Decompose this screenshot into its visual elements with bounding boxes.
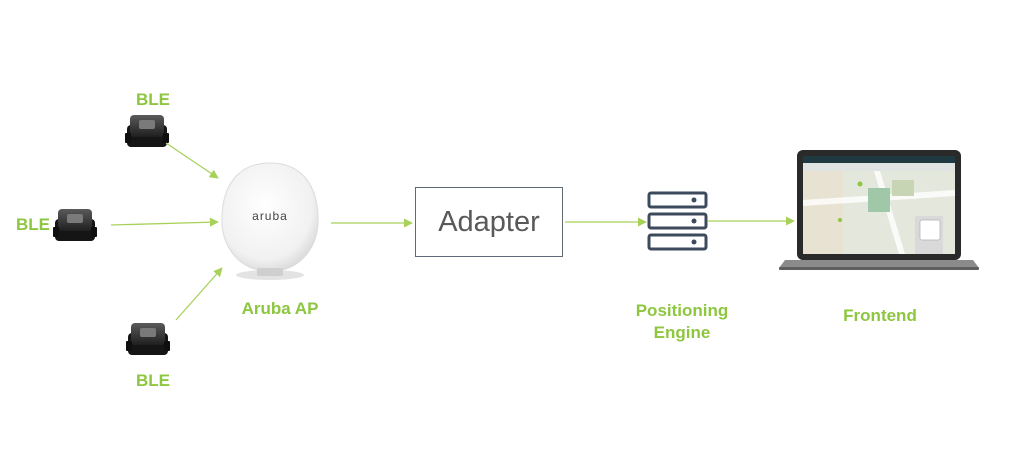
ble-beacon-bottom [126, 323, 170, 355]
arrow-ble-middle-to-ap [110, 217, 219, 227]
ble-label-bottom: BLE [136, 371, 170, 390]
ble-beacon-middle [53, 209, 97, 241]
ble-label-top: BLE [136, 90, 170, 109]
arrow-ble-top-to-ap [165, 142, 219, 179]
server-stack-icon [647, 191, 708, 251]
frontend-label: Frontend [843, 306, 917, 325]
arrow-ble-bottom-to-ap [175, 267, 223, 321]
ble-label-middle: BLE [16, 215, 50, 234]
ble-beacon-icon [53, 209, 97, 241]
access-point-label: Aruba AP [241, 299, 319, 318]
access-point-icon [221, 162, 319, 280]
positioning-engine-label: Positioning Engine [635, 301, 729, 342]
laptop-map-icon [779, 150, 979, 270]
access-point-brand-mark: aruba [252, 209, 288, 223]
ble-beacon-icon [125, 115, 169, 147]
ble-beacon-icon [126, 323, 170, 355]
adapter-box: Adapter [415, 187, 563, 257]
adapter-label: Adapter [438, 205, 540, 238]
ble-beacon-top [125, 115, 169, 147]
